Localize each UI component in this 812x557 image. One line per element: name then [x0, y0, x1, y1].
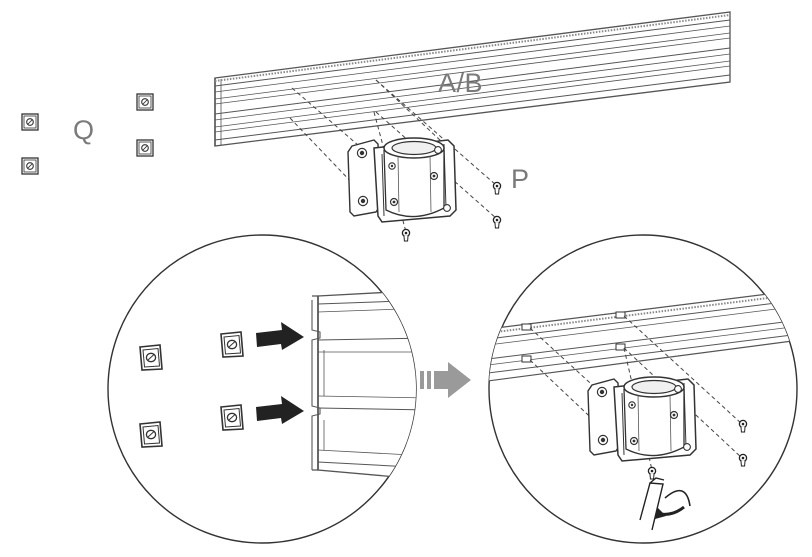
screw-icon — [492, 181, 502, 195]
t-nut-icon — [139, 344, 163, 371]
hex-key-icon — [639, 477, 665, 531]
t-nut-icon — [136, 93, 154, 111]
rail-label: A/B — [438, 68, 484, 98]
t-nuts-in-rail — [521, 311, 626, 363]
t-nut-label: Q — [73, 115, 95, 145]
rail-profile-left — [311, 289, 416, 481]
arrow-right-icon — [256, 322, 304, 424]
screw-label: P — [511, 164, 530, 194]
t-nut-icon — [139, 421, 163, 448]
t-nut-icon — [220, 331, 244, 358]
t-nut-icon — [21, 113, 39, 131]
rotate-arrow-icon — [655, 489, 691, 519]
screw-icon — [401, 228, 411, 242]
bracket-right — [587, 376, 697, 462]
arrow-right-icon — [420, 362, 471, 398]
rail — [214, 11, 731, 147]
t-nut-icon — [220, 404, 244, 431]
rail-right — [489, 289, 797, 383]
t-nut-icon — [21, 157, 39, 175]
screw-icon — [492, 215, 502, 229]
bracket-top — [347, 137, 457, 223]
t-nut-icon — [136, 139, 154, 157]
